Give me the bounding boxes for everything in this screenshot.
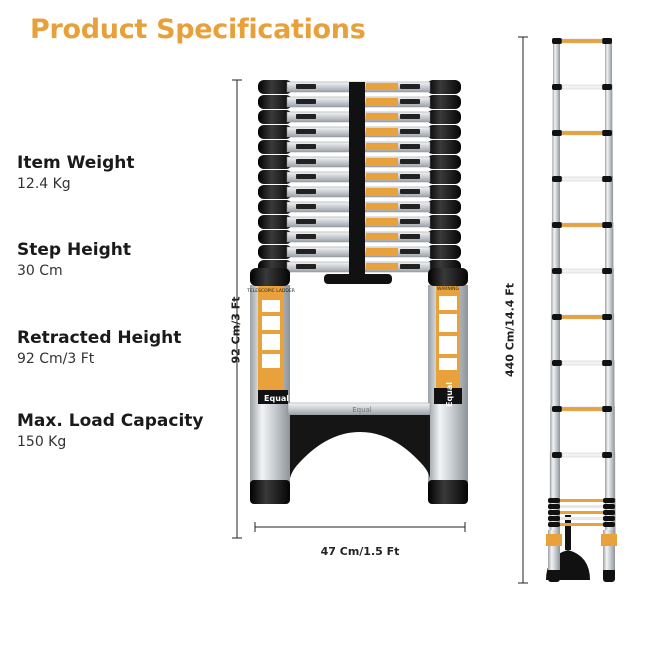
left-sticker-text: TELESCOPIC LADDER: [246, 288, 295, 294]
spec-max-load: Max. Load Capacity 150 Kg: [17, 410, 204, 452]
spec-value: 12.4 Kg: [17, 176, 71, 192]
extended-rung: [552, 130, 612, 136]
spec-step-height: Step Height 30 Cm: [17, 239, 131, 281]
spec-label: Retracted Height: [17, 328, 182, 348]
extended-rung: [552, 84, 612, 90]
spec-label: Max. Load Capacity: [17, 411, 204, 431]
extended-rung: [552, 406, 612, 412]
spec-item-weight: Item Weight 12.4 Kg: [17, 152, 135, 194]
extended-rails: [548, 38, 616, 582]
spec-value: 30 Cm: [17, 263, 63, 279]
spec-label: Item Weight: [17, 153, 135, 173]
left-brand-label: Equal: [264, 394, 289, 403]
extended-rung: [552, 268, 612, 274]
retracted-ladder: Equal TELESCOPIC LADDER Equal WARNING Eq…: [246, 80, 468, 504]
page-title: Product Specifications: [30, 14, 366, 45]
right-sticker-text: WARNING: [437, 286, 459, 292]
extended-height-label: 440 Cm/14.4 Ft: [503, 282, 517, 378]
spec-value: 150 Kg: [17, 434, 67, 450]
extended-rung: [552, 38, 612, 44]
dimension-line-retracted: [232, 79, 242, 539]
width-label: 47 Cm/1.5 Ft: [320, 545, 400, 558]
extended-rung: [552, 314, 612, 320]
extended-rung: [552, 360, 612, 366]
extended-rungs: [552, 38, 612, 458]
spec-label: Step Height: [17, 240, 131, 260]
spec-value: 92 Cm/3 Ft: [17, 351, 95, 367]
extended-collapsed-rungs: [546, 498, 617, 570]
spec-retracted-height: Retracted Height 92 Cm/3 Ft: [17, 327, 181, 369]
brand-mark: Equal: [352, 406, 372, 414]
retracted-height-label: 92 Cm/3 Ft: [229, 296, 243, 364]
extended-ladder: [546, 38, 617, 582]
dimension-line-extended: [518, 36, 528, 584]
right-brand-label: Equal: [445, 382, 454, 407]
extended-rung: [552, 452, 612, 458]
extended-rung: [552, 222, 612, 228]
extended-rung: [552, 176, 612, 182]
dimension-line-width: [254, 522, 466, 532]
